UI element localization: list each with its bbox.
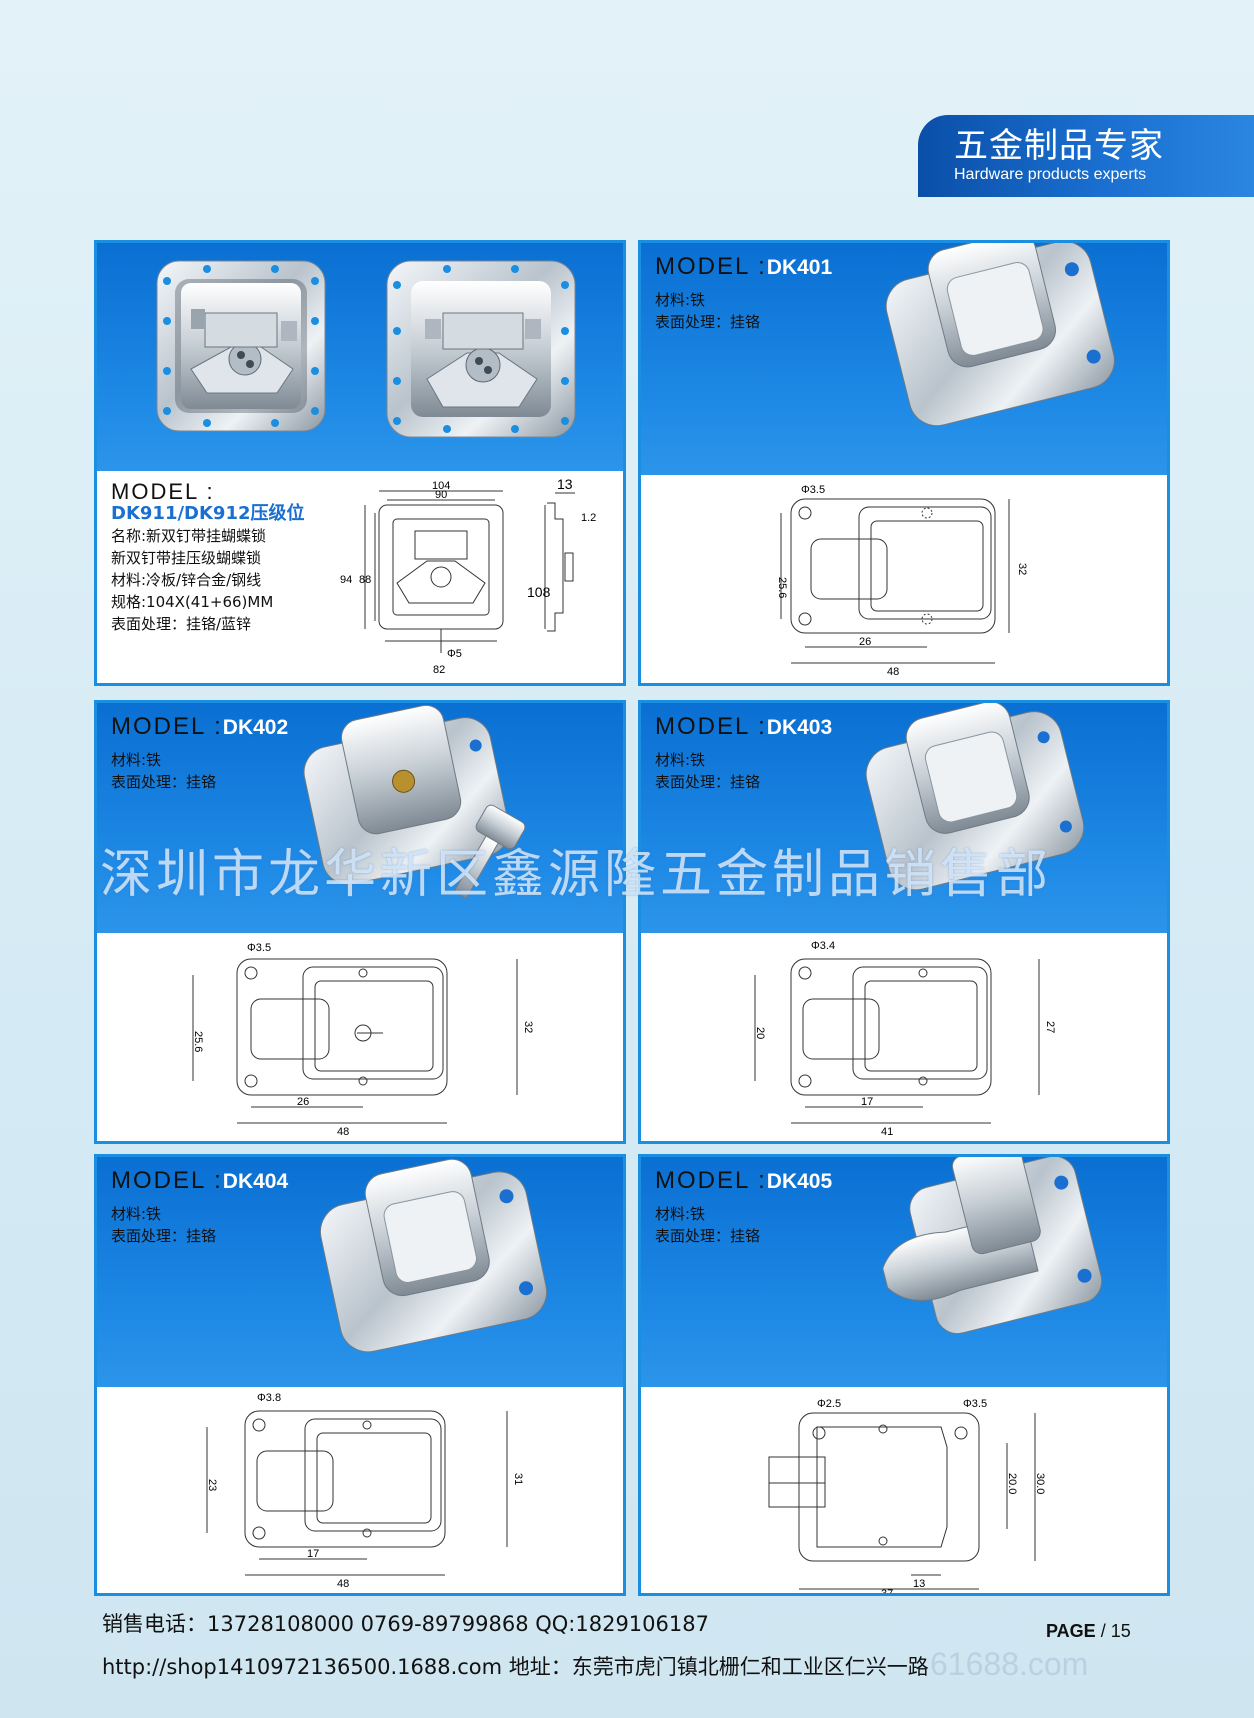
dk911-technical-drawing: 104 90 94 88 82 Φ5 13 1.2 108 bbox=[340, 476, 596, 676]
panel-dk911: MODEL : DK911/DK912压级位 名称:新双钉带挂蝴蝶锁 新双钉带挂… bbox=[94, 240, 626, 686]
lock-photo-right bbox=[386, 260, 576, 438]
dim-94: 94 bbox=[340, 574, 352, 586]
dim-h: 20.0 bbox=[1006, 1473, 1018, 1494]
dim-88: 88 bbox=[359, 574, 371, 586]
dim-h: 25.6 bbox=[192, 1031, 204, 1052]
footer-watermark: 61688.com bbox=[930, 1646, 1089, 1682]
dim-phi: Φ3.5 bbox=[801, 484, 825, 496]
dim-h: 25.6 bbox=[776, 577, 788, 598]
footer-address: http://shop1410972136500.1688.com 地址：东莞市… bbox=[102, 1655, 929, 1679]
key-icon bbox=[453, 804, 526, 900]
surface-text: 表面处理：挂铬 bbox=[655, 1227, 761, 1245]
surface-text: 表面处理：挂铬 bbox=[111, 1227, 217, 1245]
model-title: MODEL :DK403 bbox=[655, 713, 833, 740]
model-title: MODEL :DK405 bbox=[655, 1167, 833, 1194]
panel-dk405: MODEL :DK405 材料:铁 表面处理：挂铬 Φ2.5 Φ3.5 20.0… bbox=[638, 1154, 1170, 1596]
model-title: MODEL :DK401 bbox=[655, 253, 833, 280]
brand-banner: 五金制品专家 Hardware products experts bbox=[918, 115, 1254, 197]
butterfly-lock-photo bbox=[156, 260, 576, 438]
dim-w: 17 bbox=[861, 1096, 873, 1108]
dim-w: 17 bbox=[307, 1548, 319, 1560]
latch-photo bbox=[865, 703, 1085, 891]
dim-W: 48 bbox=[337, 1578, 349, 1590]
dk402-technical-drawing: Φ3.5 25.6 32 26 48 bbox=[192, 942, 534, 1138]
panel-dk402: MODEL :DK402 材料:铁 表面处理：挂铬 Φ3.5 25.6 32 bbox=[94, 700, 626, 1144]
dim-H: 30.0 bbox=[1034, 1473, 1046, 1494]
dim-H: 32 bbox=[1016, 563, 1028, 575]
latch-with-key-photo bbox=[303, 704, 526, 900]
spec-line: 表面处理：挂铬/蓝锌 bbox=[111, 615, 252, 633]
dim-w: 26 bbox=[297, 1096, 309, 1108]
dim-W: 48 bbox=[887, 666, 899, 678]
material-text: 材料:铁 bbox=[655, 1205, 706, 1223]
dk911-spec-text: MODEL : DK911/DK912压级位 名称:新双钉带挂蝴蝶锁 新双钉带挂… bbox=[111, 481, 305, 635]
dim-phi-3-5: Φ3.5 bbox=[963, 1398, 987, 1410]
dim-108: 108 bbox=[527, 584, 551, 600]
dim-phi-2-5: Φ2.5 bbox=[817, 1398, 841, 1410]
dim-H: 32 bbox=[522, 1021, 534, 1033]
dim-w: 13 bbox=[913, 1578, 925, 1590]
spec-line: 材料:冷板/锌合金/钢线 bbox=[111, 571, 262, 589]
surface-text: 表面处理：挂铬 bbox=[655, 313, 761, 331]
dim-90: 90 bbox=[435, 489, 447, 501]
material-text: 材料:铁 bbox=[655, 751, 706, 769]
dim-82: 82 bbox=[433, 664, 445, 676]
dim-H: 31 bbox=[512, 1473, 524, 1485]
dk405-technical-drawing: Φ2.5 Φ3.5 20.0 30.0 13 37 bbox=[768, 1398, 1046, 1596]
dim-phi: Φ3.8 bbox=[257, 1392, 281, 1404]
brand-title-cn: 五金制品专家 bbox=[954, 126, 1164, 166]
brand-title-en: Hardware products experts bbox=[954, 166, 1147, 183]
panel-dk404: MODEL :DK404 材料:铁 表面处理：挂铬 Φ3.8 23 31 17 … bbox=[94, 1154, 626, 1596]
page-value: / 15 bbox=[1100, 1621, 1131, 1641]
dim-w: 26 bbox=[859, 636, 871, 648]
dim-h: 20 bbox=[754, 1027, 766, 1039]
latch-photo bbox=[885, 243, 1115, 427]
spec-line: 新双钉带挂压级蝴蝶锁 bbox=[111, 549, 262, 567]
dim-phi: Φ3.5 bbox=[247, 942, 271, 954]
dim-W: 37 bbox=[881, 1588, 893, 1596]
lock-photo-left bbox=[156, 260, 326, 432]
dim-h: 23 bbox=[206, 1479, 218, 1491]
model-label: MODEL : bbox=[111, 479, 215, 504]
dk401-technical-drawing: Φ3.5 25.6 32 26 48 bbox=[776, 484, 1028, 678]
panel-dk401: MODEL :DK401 材料:铁 表面处理：挂铬 Φ3.5 25.6 32 2… bbox=[638, 240, 1170, 686]
surface-text: 表面处理：挂铬 bbox=[655, 773, 761, 791]
model-title: MODEL :DK404 bbox=[111, 1167, 289, 1194]
material-text: 材料:铁 bbox=[111, 751, 162, 769]
surface-text: 表面处理：挂铬 bbox=[111, 773, 217, 791]
dim-W: 48 bbox=[337, 1126, 349, 1138]
dim-13: 13 bbox=[557, 476, 573, 492]
page-number: PAGE / 15 bbox=[1046, 1621, 1131, 1642]
model-title: MODEL :DK402 bbox=[111, 713, 289, 740]
dim-104: 104 bbox=[432, 480, 450, 492]
dim-phi: Φ3.4 bbox=[811, 940, 835, 952]
material-text: 材料:铁 bbox=[655, 291, 706, 309]
spec-line: 名称:新双钉带挂蝴蝶锁 bbox=[111, 527, 267, 545]
dim-phi5: Φ5 bbox=[447, 648, 462, 660]
footer-phone: 销售电话：13728108000 0769-89799868 QQ:182910… bbox=[102, 1612, 709, 1636]
page-label: PAGE bbox=[1046, 1621, 1096, 1641]
model-code: DK911/DK912压级位 bbox=[111, 503, 305, 524]
toggle-latch-photo bbox=[882, 1157, 1103, 1335]
panel-dk403: MODEL :DK403 材料:铁 表面处理：挂铬 Φ3.4 20 27 17 … bbox=[638, 700, 1170, 1144]
dim-W: 41 bbox=[881, 1126, 893, 1138]
spec-line: 规格:104X(41+66)MM bbox=[111, 593, 274, 611]
latch-photo bbox=[319, 1158, 548, 1353]
dim-1-2: 1.2 bbox=[581, 512, 596, 524]
dk403-technical-drawing: Φ3.4 20 27 17 41 bbox=[754, 940, 1056, 1138]
dk404-technical-drawing: Φ3.8 23 31 17 48 bbox=[206, 1392, 524, 1590]
company-watermark: 深圳市龙华新区鑫源隆五金制品销售部 bbox=[100, 845, 1053, 905]
dim-H: 27 bbox=[1044, 1021, 1056, 1033]
material-text: 材料:铁 bbox=[111, 1205, 162, 1223]
